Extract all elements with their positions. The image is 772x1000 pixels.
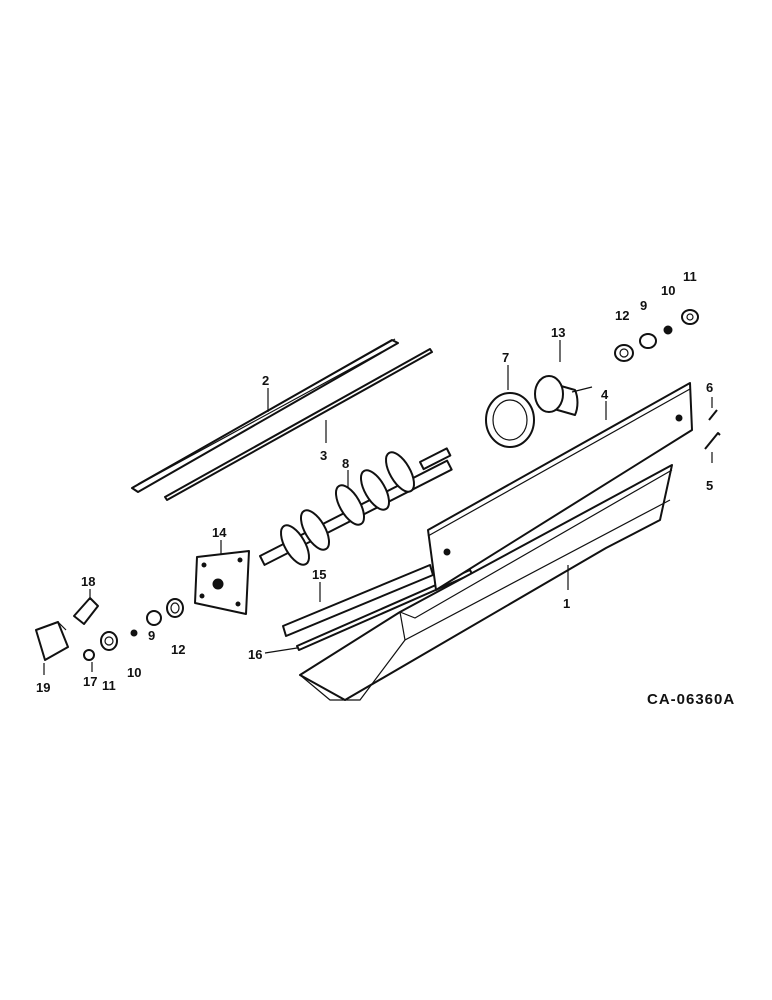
callout-12-left: 12 (171, 642, 185, 657)
leader-lines (43, 340, 713, 675)
callout-2: 2 (262, 373, 269, 388)
callout-17: 17 (83, 674, 97, 689)
callout-19: 19 (36, 680, 50, 695)
callout-12-right: 12 (615, 308, 629, 323)
callout-labels: 1 2 3 4 5 6 7 8 9 10 11 12 13 14 15 16 9… (36, 269, 713, 695)
callout-6: 6 (706, 380, 713, 395)
callout-3: 3 (320, 448, 327, 463)
callout-8: 8 (342, 456, 349, 471)
callout-11-right: 11 (683, 269, 697, 284)
callout-13: 13 (551, 325, 565, 340)
part-2-rail (131, 338, 399, 493)
part-18-bracket (73, 597, 99, 625)
part-14-plate (194, 550, 250, 615)
callout-4: 4 (601, 387, 609, 402)
parts-5-6-pin-clip (704, 409, 721, 450)
callout-1: 1 (563, 596, 570, 611)
drawing-code: CA-06360A (647, 691, 735, 708)
callout-10-right: 10 (661, 283, 675, 298)
callout-15: 15 (312, 567, 326, 582)
callout-7: 7 (502, 350, 509, 365)
callout-10-left: 10 (127, 665, 141, 680)
part-4-cover (427, 382, 693, 591)
part-19-guard (35, 621, 69, 661)
callout-11-left: 11 (102, 678, 116, 693)
callout-9-left: 9 (148, 628, 155, 643)
part-3-strip (164, 348, 433, 501)
part-1-trough (299, 464, 673, 701)
right-hardware (614, 309, 699, 362)
part-13-sleeve (534, 375, 593, 416)
part-8-auger (259, 447, 453, 566)
callout-9-right: 9 (640, 298, 647, 313)
callout-16: 16 (248, 647, 262, 662)
left-hardware (83, 598, 184, 661)
part-7-ring (485, 392, 535, 448)
callout-18: 18 (81, 574, 95, 589)
callout-14: 14 (212, 525, 227, 540)
callout-5: 5 (706, 478, 713, 493)
